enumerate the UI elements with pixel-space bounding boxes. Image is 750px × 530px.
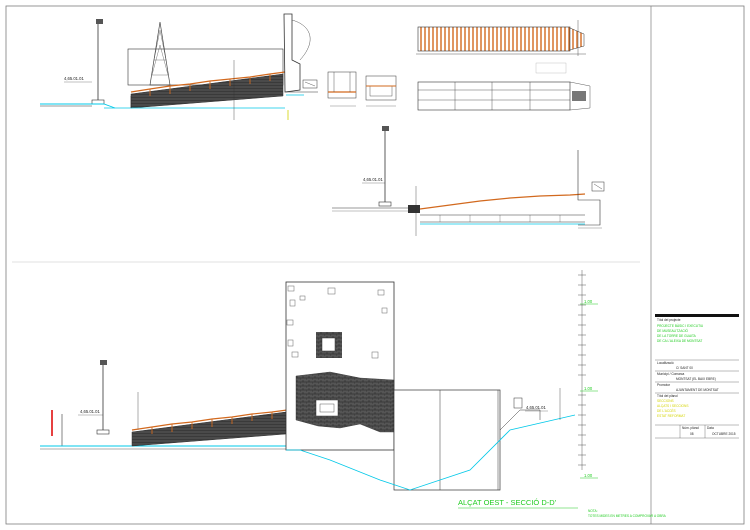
promoter-label: Promotor (657, 383, 671, 387)
level-mark-middle: 4,65.01.01 (363, 177, 383, 182)
project-title-line-1: PROJECTE BÀSIC I EXECUTIU (657, 324, 704, 328)
plan-title-line-2: ALÇATS I SECCIONS (657, 404, 688, 408)
plan-title-line-4: ESTAT REFORMAT (657, 414, 685, 418)
adjoining-building (393, 389, 501, 491)
level-mark-lower-right: 4,65.01.01 (526, 405, 546, 410)
notes-text: TOTES MIDES EN METRES A COMPROVAR A OBRA (588, 514, 667, 518)
date-label: Data (707, 426, 714, 430)
detail-drawings (327, 71, 397, 107)
ramp-deck (419, 193, 586, 210)
project-label: Títol del projecte (657, 318, 681, 322)
location-label: Localització (657, 361, 674, 365)
date-value: OCTUBRE 2015 (712, 432, 736, 436)
plan-title-line-1: SECCIONS (657, 399, 674, 403)
plan-label: Títol del plànol (657, 394, 678, 398)
scale-mark-middle: 1.00 (584, 386, 593, 391)
project-title-line-4: DE CA L'ALEIXA DE MONTSAT (657, 339, 702, 343)
plan-title-line-3: DE L'ACCÉS (657, 408, 676, 413)
scale-mark-bottom: 1.00 (584, 473, 593, 478)
walkway-plan (416, 20, 591, 111)
notes-label: NOTA: (588, 509, 598, 513)
stair-flight-lower (131, 411, 287, 447)
title-block: Títol del projecte PROJECTE BÀSIC I EXEC… (655, 314, 739, 439)
cypress-tree (149, 21, 171, 86)
stair-flight (130, 73, 284, 109)
project-title-line-3: DE LA TORRE DE GUAITA (657, 334, 697, 338)
west-elevation: 4,65.01.01 (40, 281, 576, 491)
promoter-value: AJUNTAMENT DE MONTSAT (676, 388, 719, 392)
sheet-border (5, 5, 745, 525)
level-mark-upper-left: 4,65.01.01 (64, 76, 84, 81)
lamp-head (96, 19, 103, 24)
location-value: C/ SANT 00 (676, 366, 693, 370)
ramp-section: 4,65.01.01 (332, 126, 605, 236)
scale-mark-top: 1.00 (584, 299, 593, 304)
sheet-number-label: Núm. plànol (682, 426, 699, 430)
municipality-value: MONTSAT (EL BAIX EBRE) (676, 377, 716, 381)
project-title-line-2: DE MUSEALITZACIÓ (657, 328, 689, 333)
sheet-number-value: 08 (690, 432, 694, 436)
municipality-label: Municipi / Comarca (657, 372, 685, 376)
level-ruler: 1.00 1.00 1.00 (578, 270, 598, 479)
upper-stair-section: 4,65.01.01 (40, 13, 318, 120)
section-title: ALÇAT OEST - SECCIÓ D-D' (458, 498, 557, 507)
masonry-band (295, 371, 395, 433)
terrain-line (40, 103, 116, 109)
level-mark-lower-left: 4,65.01.01 (80, 409, 100, 414)
tower-edge (283, 13, 301, 93)
terrain-line-right (286, 414, 576, 491)
